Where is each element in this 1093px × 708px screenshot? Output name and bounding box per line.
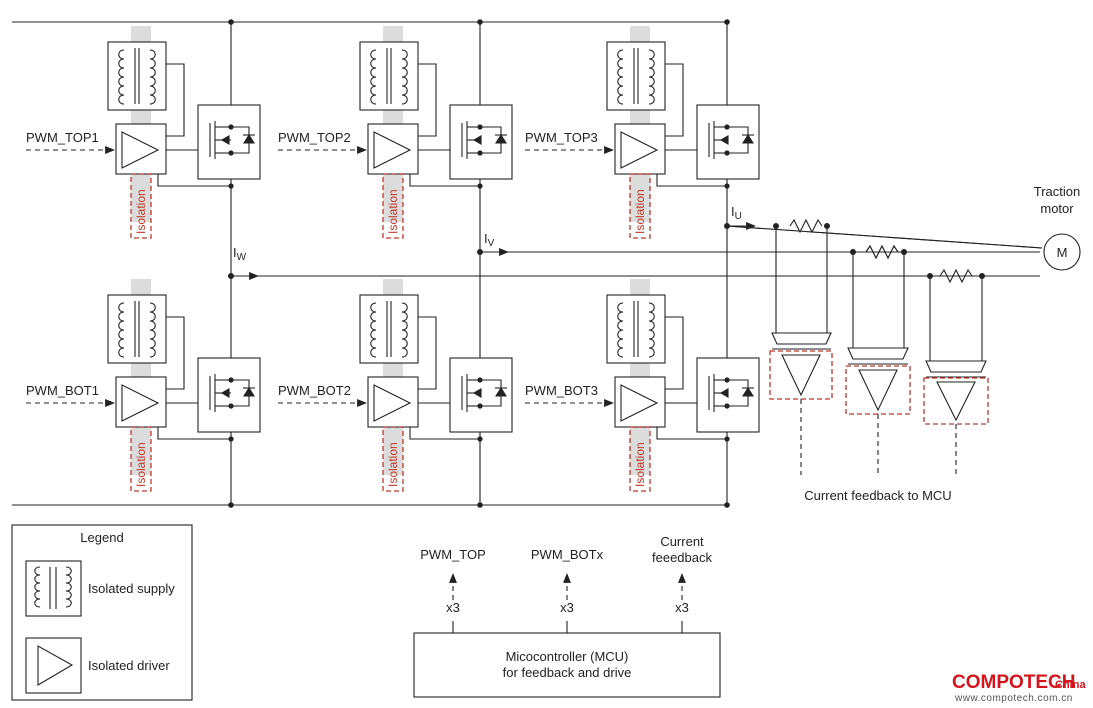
isolation-label: Isolation [633,189,647,234]
isolated-supply-icon [606,294,666,364]
isolation-label: Isolation [134,189,148,234]
mcu-output-count-3: x3 [675,600,689,615]
brand-logo: COMPOTECH China www.compotech.com.cn [952,672,1086,704]
junction-dot [228,502,234,508]
traction-motor: Traction motor M [1034,184,1081,271]
current-label-v: IV [484,231,495,249]
mcu-output-label-3-line1: Current [660,534,704,549]
gate-driver-cell-top-3: Isolation PWM_TOP3 [525,26,760,239]
current-sense-amp-w [923,276,989,475]
gate-driver-cell-top-2: Isolation PWM_TOP2 [278,26,513,239]
svg-text:COMPOTECH: COMPOTECH [952,672,1076,693]
junction-dot [477,502,483,508]
motor-title-line1: Traction [1034,184,1080,199]
svg-text:www.compotech.com.cn: www.compotech.com.cn [954,693,1073,704]
feedback-label: Current feedback to MCU [804,488,951,503]
pwm-input-label: PWM_TOP2 [278,130,351,145]
mcu-output-count-2: x3 [560,600,574,615]
isolation-label: Isolation [633,442,647,487]
current-label-u: IU [731,204,742,222]
legend-title: Legend [80,530,123,545]
phase-v-output [477,248,1040,256]
isolated-supply-icon [359,294,419,364]
mcu-output-label-2: PWM_BOTx [531,547,604,562]
pwm-input-label: PWM_BOT2 [278,383,351,398]
current-label-w: IW [233,245,247,263]
gate-driver-cell-bot-2: Isolation PWM_BOT2 [278,279,513,492]
mcu-block: Micocontroller (MCU) for feedback and dr… [413,534,721,698]
isolation-label: Isolation [386,442,400,487]
junction-dot [724,502,730,508]
mcu-output-label-1: PWM_TOP [420,547,486,562]
current-sense-amp-v [845,252,911,475]
current-sense-amp-u [769,226,833,475]
shunt-resistor-u [726,218,1043,249]
gate-driver-cell-bot-3: Isolation PWM_BOT3 [525,279,760,492]
pwm-input-label: PWM_TOP3 [525,130,598,145]
isolated-supply-icon [25,560,82,617]
mcu-output-count-1: x3 [446,600,460,615]
pwm-input-label: PWM_TOP1 [26,130,99,145]
mcu-output-label-3-line2: feeedback [652,550,712,565]
legend-driver-label: Isolated driver [88,658,170,673]
motor-title-line2: motor [1040,201,1074,216]
junction-dot [228,19,234,25]
isolated-driver-icon [25,637,82,694]
junction-dot [477,19,483,25]
isolated-supply-icon [107,294,167,364]
isolation-label: Isolation [386,189,400,234]
isolation-label: Isolation [134,442,148,487]
legend: Legend Isolated supply Isolated driver [11,524,193,701]
gate-driver-cell-top-1: Isolation PWM_TOP1 [26,26,261,239]
mcu-line1: Micocontroller (MCU) [506,649,629,664]
phase-w-output [228,272,1040,280]
svg-text:China: China [1055,679,1086,691]
isolated-supply-icon [606,41,666,111]
isolated-supply-icon [107,41,167,111]
gate-driver-cell-bot-1: Isolation PWM_BOT1 [26,279,261,492]
legend-supply-label: Isolated supply [88,581,175,596]
pwm-input-label: PWM_BOT1 [26,383,99,398]
pwm-input-label: PWM_BOT3 [525,383,598,398]
mcu-line2: for feedback and drive [503,665,632,680]
isolated-supply-icon [359,41,419,111]
motor-symbol: M [1057,245,1068,260]
junction-dot [724,19,730,25]
